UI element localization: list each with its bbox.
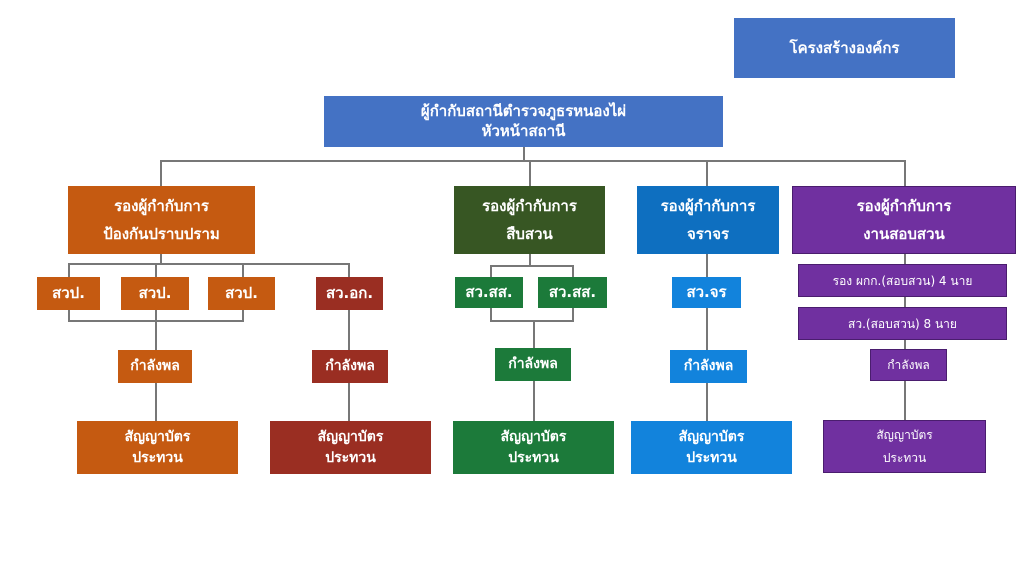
connector	[68, 263, 349, 265]
connector	[523, 147, 525, 161]
label: ประทวน	[325, 449, 376, 466]
label: ประทวน	[686, 449, 737, 466]
officers-investigation: สัญญาบัตรประทวน	[453, 421, 614, 474]
label: สว.จร	[686, 283, 727, 302]
label: กำลังพล	[683, 358, 734, 374]
label: รอง ผกก.(สอบสวน) 4 นาย	[832, 273, 973, 288]
label: สวป.	[52, 284, 85, 303]
label: สัญญาบัตร	[678, 428, 745, 445]
connector	[68, 320, 244, 322]
connector	[904, 160, 906, 186]
label: งานสอบสวน	[863, 225, 945, 243]
officers-prevention: สัญญาบัตรประทวน	[77, 421, 238, 474]
deputy-investigation: รองผู้กำกับการสืบสวน	[454, 186, 605, 254]
connector	[490, 320, 574, 322]
connector	[706, 254, 708, 421]
label: สว.(สอบสวน) 8 นาย	[848, 316, 957, 331]
unit-svp-2: สวป.	[121, 277, 189, 310]
force-traffic: กำลังพล	[670, 350, 747, 383]
connector	[348, 263, 350, 421]
connector	[160, 160, 162, 186]
connector	[160, 160, 906, 162]
label: สว.สส.	[548, 283, 597, 302]
label: สัญญาบัตร	[500, 428, 567, 445]
unit-svp-1: สวป.	[37, 277, 100, 310]
label: ประทวน	[508, 449, 559, 466]
officers-sv-ok: สัญญาบัตรประทวน	[270, 421, 431, 474]
label: สัญญาบัตร	[317, 428, 384, 445]
chief-box: ผู้กำกับสถานีตำรวจภูธรหนองไผ่หัวหน้าสถาน…	[324, 96, 723, 147]
label: จราจร	[686, 225, 730, 243]
deputy-inquiry: รองผู้กำกับการงานสอบสวน	[792, 186, 1016, 254]
unit-sv-jr: สว.จร	[672, 277, 741, 308]
label: กำลังพล	[325, 358, 375, 374]
force-sv-ok: กำลังพล	[312, 350, 388, 383]
unit-svp-3: สวป.	[208, 277, 275, 310]
inquiry-deputies: รอง ผกก.(สอบสวน) 4 นาย	[798, 264, 1007, 297]
force-prevention: กำลังพล	[118, 350, 192, 383]
chief-title: ผู้กำกับสถานีตำรวจภูธรหนองไผ่	[420, 102, 627, 120]
title-text: โครงสร้างองค์กร	[789, 38, 900, 57]
label: ป้องกันปราบปราม	[103, 225, 220, 243]
connector	[160, 254, 162, 264]
force-inquiry: กำลังพล	[870, 349, 947, 381]
label: สวป.	[138, 284, 172, 303]
label: สืบสวน	[506, 225, 553, 243]
label: สัญญาบัตร	[124, 428, 191, 445]
label: สัญญาบัตร	[876, 427, 933, 442]
connector	[490, 265, 574, 267]
officers-inquiry: สัญญาบัตรประทวน	[823, 420, 986, 473]
label: รองผู้กำกับการ	[482, 196, 577, 215]
label: ประทวน	[132, 449, 183, 466]
label: กำลังพล	[508, 356, 558, 372]
unit-sv-ok: สว.อก.	[316, 277, 383, 310]
label: สว.อก.	[325, 284, 374, 303]
connector	[706, 160, 708, 186]
deputy-traffic: รองผู้กำกับการจราจร	[637, 186, 779, 254]
unit-sv-ss-2: สว.สส.	[538, 277, 607, 308]
inquiry-inspectors: สว.(สอบสวน) 8 นาย	[798, 307, 1007, 340]
connector	[529, 254, 531, 266]
label: รองผู้กำกับการ	[856, 196, 952, 215]
deputy-prevention: รองผู้กำกับการป้องกันปราบปราม	[68, 186, 255, 254]
label: สวป.	[225, 284, 258, 303]
force-investigation: กำลังพล	[495, 348, 571, 381]
unit-sv-ss-1: สว.สส.	[455, 277, 523, 308]
connector	[529, 160, 531, 186]
label: สว.สส.	[465, 283, 513, 302]
label: ประทวน	[882, 450, 927, 465]
org-chart-title: โครงสร้างองค์กร	[734, 18, 955, 78]
label: กำลังพล	[887, 358, 930, 372]
label: รองผู้กำกับการ	[660, 196, 756, 215]
officers-traffic: สัญญาบัตรประทวน	[631, 421, 792, 474]
label: กำลังพล	[130, 358, 180, 374]
chief-role: หัวหน้าสถานี	[481, 121, 566, 140]
connector	[155, 263, 157, 421]
label: รองผู้กำกับการ	[114, 196, 209, 215]
